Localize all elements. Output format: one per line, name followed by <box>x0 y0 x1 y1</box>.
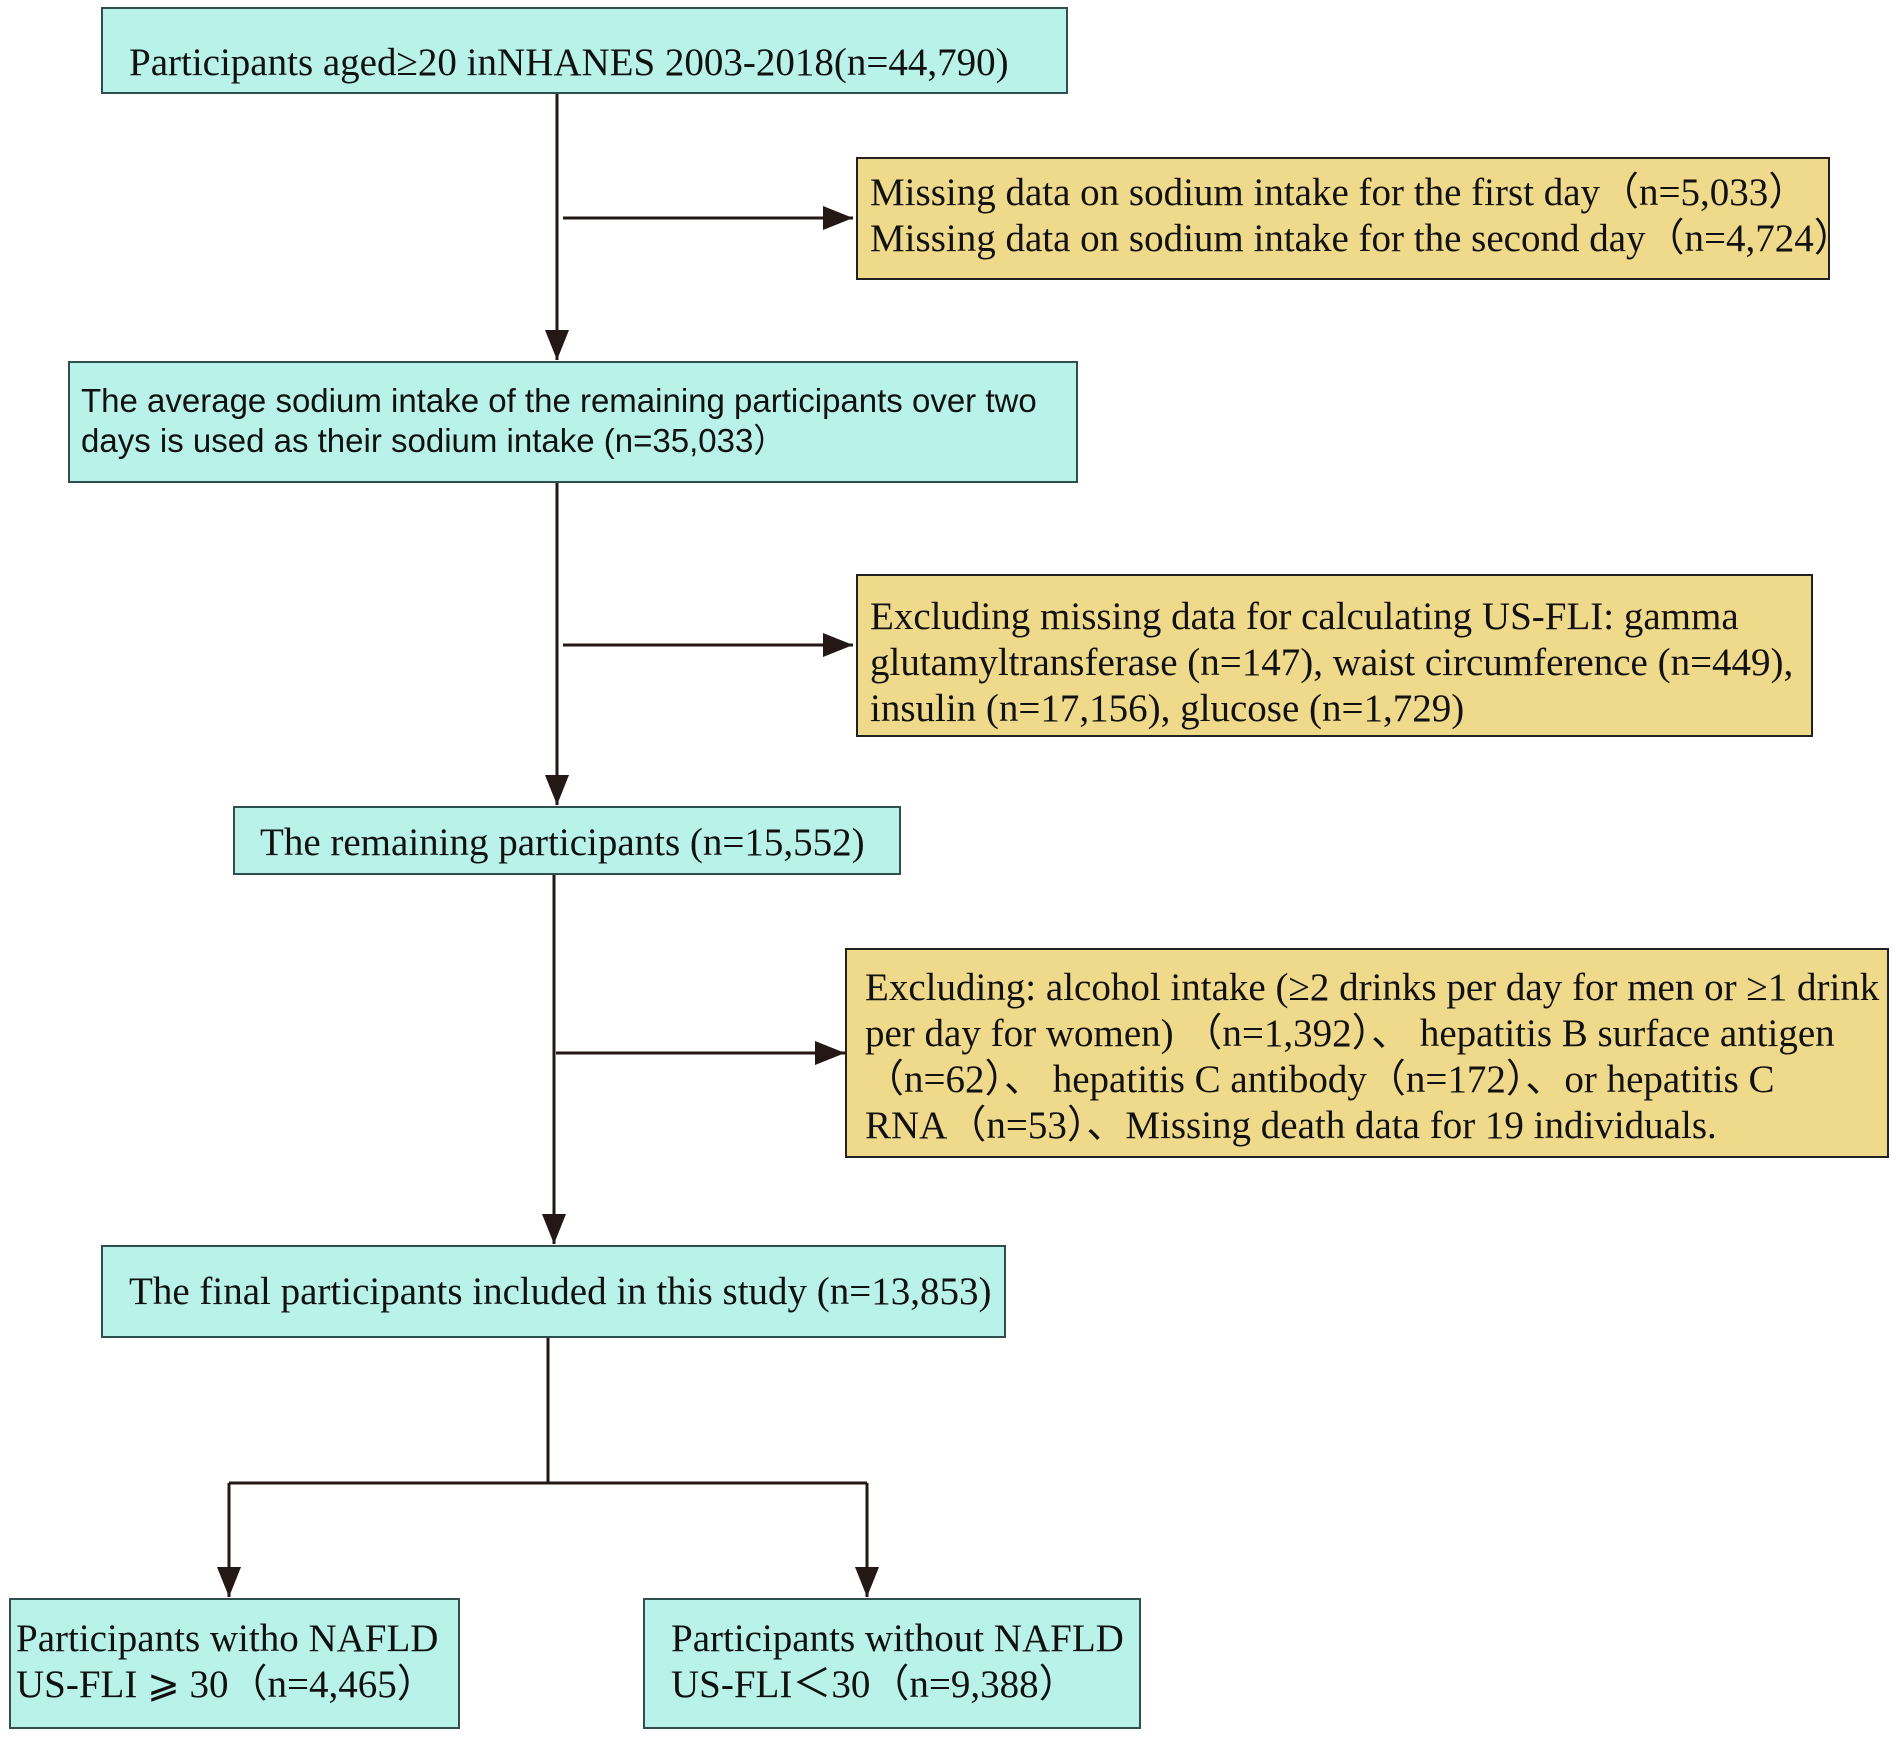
exclusion-us-fli-line-3: insulin (n=17,156), glucose (n=1,729) <box>870 687 1465 730</box>
with-nafld-line-1: Participants witho NAFLD <box>16 1617 439 1660</box>
exclusion-alcohol-line-2: per day for women) （n=1,392）、 hepatitis … <box>865 1012 1835 1055</box>
average-sodium-line-2: days is used as their sodium intake (n=3… <box>81 422 787 459</box>
exclusion-us-fli-line-1: Excluding missing data for calculating U… <box>870 595 1739 638</box>
box-participants-without-nafld: Participants without NAFLD US-FLI＜30（n=9… <box>643 1598 1141 1729</box>
average-sodium-line-1: The average sodium intake of the remaini… <box>81 382 1037 419</box>
box-initial-participants-text: Participants aged≥20 inNHANES 2003-2018(… <box>129 41 1009 84</box>
exclusion-us-fli-line-2: glutamyltransferase (n=147), waist circu… <box>870 641 1794 684</box>
exclusion-alcohol-line-1: Excluding: alcohol intake (≥2 drinks per… <box>865 966 1880 1009</box>
box-final-participants-text: The final participants included in this … <box>129 1270 992 1313</box>
exclusion-sodium-day1: Missing data on sodium intake for the fi… <box>870 171 1808 214</box>
box-exclusion-alcohol-hepatitis: Excluding: alcohol intake (≥2 drinks per… <box>845 948 1889 1158</box>
without-nafld-line-2: US-FLI＜30（n=9,388） <box>671 1663 1078 1706</box>
without-nafld-line-1: Participants without NAFLD <box>671 1617 1124 1660</box>
exclusion-sodium-day2: Missing data on sodium intake for the se… <box>870 217 1853 260</box>
box-participants-with-nafld: Participants witho NAFLD US-FLI ⩾ 30（n=4… <box>9 1598 460 1729</box>
box-exclusion-us-fli-missing: Excluding missing data for calculating U… <box>856 574 1813 737</box>
box-remaining-participants: The remaining participants (n=15,552) <box>233 806 901 875</box>
exclusion-alcohol-line-3: （n=62）、 hepatitis C antibody（n=172）、or h… <box>865 1058 1775 1101</box>
box-initial-participants: Participants aged≥20 inNHANES 2003-2018(… <box>101 7 1068 94</box>
box-final-participants: The final participants included in this … <box>101 1245 1006 1338</box>
box-average-sodium: The average sodium intake of the remaini… <box>68 361 1078 483</box>
box-remaining-participants-text: The remaining participants (n=15,552) <box>260 821 865 864</box>
with-nafld-line-2: US-FLI ⩾ 30（n=4,465） <box>16 1663 436 1706</box>
exclusion-alcohol-line-4: RNA（n=53）、Missing death data for 19 indi… <box>865 1104 1717 1147</box>
box-exclusion-sodium-missing: Missing data on sodium intake for the fi… <box>856 157 1853 280</box>
